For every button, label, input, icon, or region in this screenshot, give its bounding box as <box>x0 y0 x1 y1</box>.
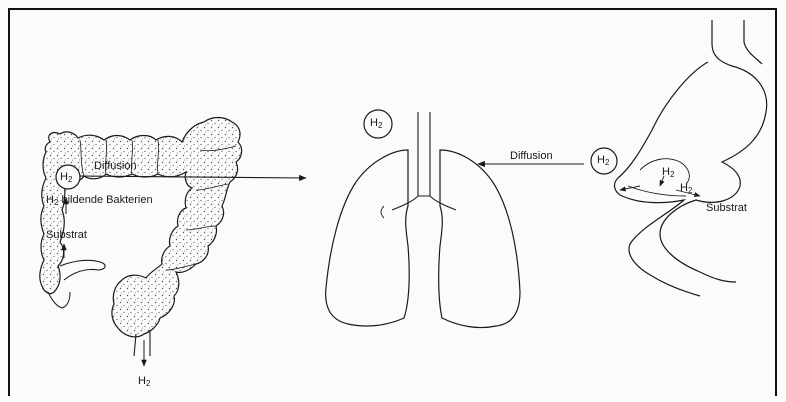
bacteria-label: H2 bildende Bakterien <box>46 194 153 209</box>
substrat-label-right: Substrat <box>706 202 747 214</box>
h2-label-small-b: H2 <box>680 182 692 197</box>
stomach-illustration <box>591 20 767 296</box>
left-lung <box>326 150 410 326</box>
right-lung <box>439 150 520 328</box>
diffusion-label-right: Diffusion <box>510 150 553 162</box>
lungs-illustration <box>326 110 520 328</box>
h2-label-lungs-circle: H2 <box>370 117 382 132</box>
colon-illustration <box>40 118 242 367</box>
diffusion-label-left: Diffusion <box>94 160 137 172</box>
h2-label-small-a: H2 <box>662 166 674 181</box>
h2-label-stomach-circle: H2 <box>597 154 609 169</box>
stomach-outline <box>660 20 767 282</box>
substrat-label-left: Substrat <box>46 229 87 241</box>
h2-label-bottom: H2 <box>138 375 150 390</box>
h2-label-colon-circle: H2 <box>60 171 72 186</box>
